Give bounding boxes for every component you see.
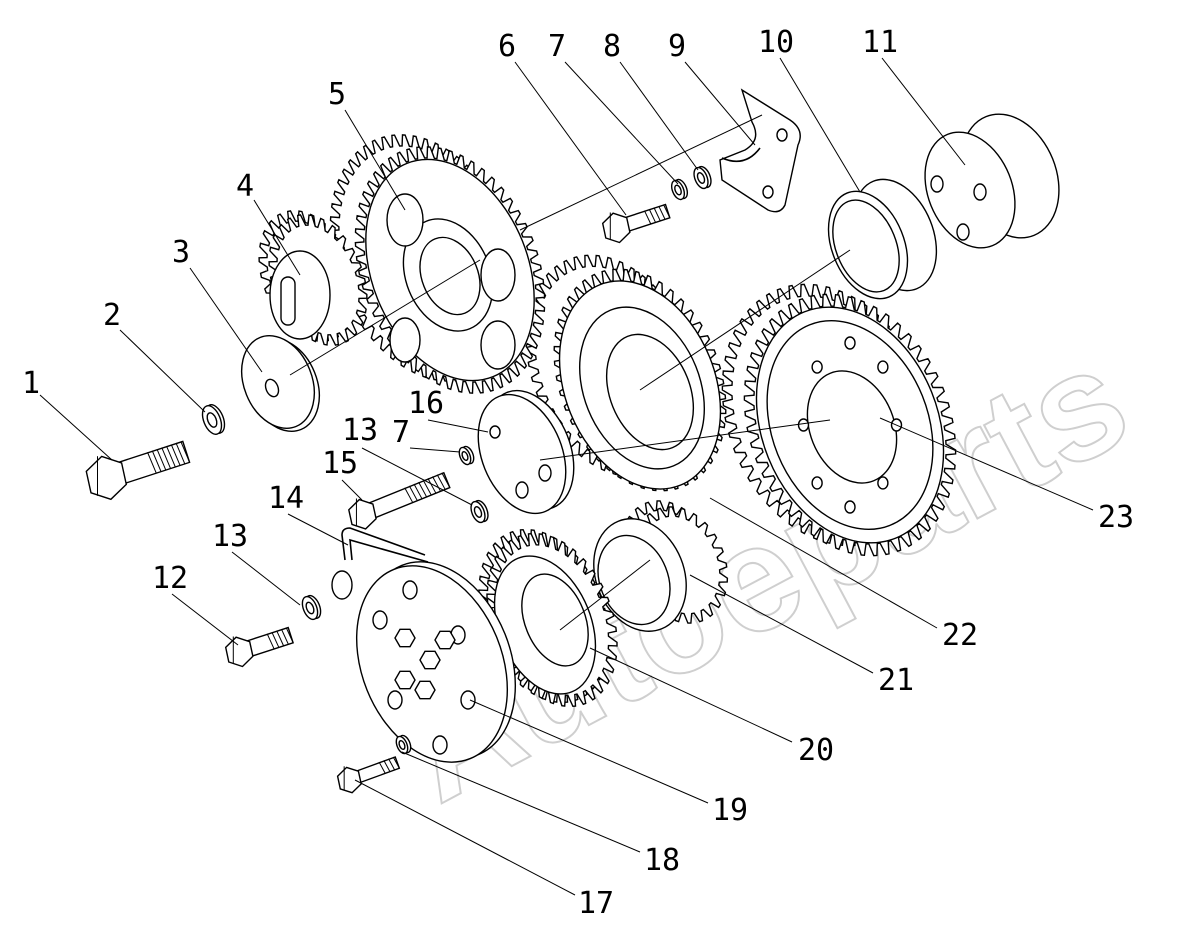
leader-axis-4: [539, 419, 831, 461]
leader-4: [253, 199, 301, 276]
callout-11: 11: [862, 25, 898, 60]
leader-1: [39, 394, 113, 461]
callout-13-left: 13: [212, 519, 248, 554]
part-21-gear: [593, 500, 729, 632]
callout-13-mid: 13: [342, 413, 378, 448]
part-7-washer-mid: [458, 445, 475, 466]
callout-6: 6: [498, 29, 516, 64]
callout-19: 19: [712, 793, 748, 828]
parts-layer: [85, 88, 1060, 794]
leader-3: [189, 267, 263, 373]
leader-10: [779, 57, 861, 193]
leader-lines: [39, 57, 1094, 896]
callout-5: 5: [328, 77, 346, 112]
leader-14: [287, 513, 349, 546]
leader-22: [709, 497, 938, 629]
part-17-bolt: [336, 756, 401, 794]
callout-8: 8: [603, 29, 621, 64]
part-2-washer: [201, 404, 226, 435]
part-7-washer-top: [670, 178, 689, 201]
callout-21: 21: [878, 663, 914, 698]
leader-8: [619, 61, 699, 171]
callout-7-mid: 7: [392, 415, 410, 450]
callout-2: 2: [103, 298, 121, 333]
part-13-washer-left: [301, 594, 322, 621]
leader-5: [344, 109, 406, 211]
leader-23: [879, 417, 1094, 511]
leader-15: [341, 479, 363, 501]
leader-6: [514, 61, 627, 216]
part-15-bolt: [348, 471, 451, 530]
leader-2: [119, 329, 206, 413]
callout-12: 12: [152, 561, 188, 596]
part-8-washer: [693, 165, 712, 190]
leader-18: [401, 751, 641, 853]
part-18-washer: [395, 734, 412, 755]
part-23-large-gear: [721, 283, 957, 557]
callout-14: 14: [268, 481, 304, 516]
part-12-bolt: [224, 626, 295, 668]
leader-axis-1: [289, 259, 481, 376]
callout-16: 16: [408, 386, 444, 421]
part-10-bushing: [827, 178, 938, 300]
part-4-small-gear: [258, 210, 368, 346]
part-9-bracket: [719, 88, 801, 213]
part-6-bolt: [601, 203, 671, 244]
leader-9: [684, 61, 756, 146]
leader-7-top: [564, 61, 679, 185]
leader-13-mid: [361, 447, 473, 506]
callout-20: 20: [798, 733, 834, 768]
leader-axis-2: [519, 114, 763, 231]
leader-11: [881, 57, 966, 166]
leader-20: [589, 647, 793, 743]
part-5-camshaft-gear: [329, 134, 546, 394]
callout-22: 22: [942, 618, 978, 653]
callout-9: 9: [668, 29, 686, 64]
part-1-bolt: [85, 440, 191, 501]
leader-12: [171, 593, 239, 646]
callout-7-top: 7: [548, 29, 566, 64]
part-14-oil-pipe: [331, 527, 429, 600]
leader-19: [469, 699, 709, 804]
part-3-thrust-plate: [241, 335, 320, 432]
callout-1: 1: [22, 366, 40, 401]
callout-18: 18: [644, 843, 680, 878]
leader-17: [354, 779, 576, 896]
part-13-washer-mid: [470, 499, 489, 524]
leader-21: [689, 574, 874, 674]
leader-7-mid: [409, 447, 461, 453]
callout-15: 15: [322, 446, 358, 481]
callout-17: 17: [578, 886, 614, 921]
part-22-helical-gear: [525, 254, 727, 492]
leader-16: [427, 419, 489, 433]
callout-labels: 1 2 3 4 5 6 7 8 9 10 11 12 13 13 7 14 15…: [22, 25, 1134, 921]
callout-4: 4: [236, 169, 254, 204]
leader-axis-5: [559, 559, 651, 631]
part-16-flange: [477, 389, 575, 515]
callout-23: 23: [1098, 500, 1134, 535]
callout-3: 3: [172, 235, 190, 270]
leader-axis-3: [639, 249, 851, 391]
leader-13-left: [231, 551, 301, 606]
part-11-cap: [924, 113, 1060, 249]
callout-10: 10: [758, 25, 794, 60]
part-19-hub-disk: [355, 561, 517, 763]
